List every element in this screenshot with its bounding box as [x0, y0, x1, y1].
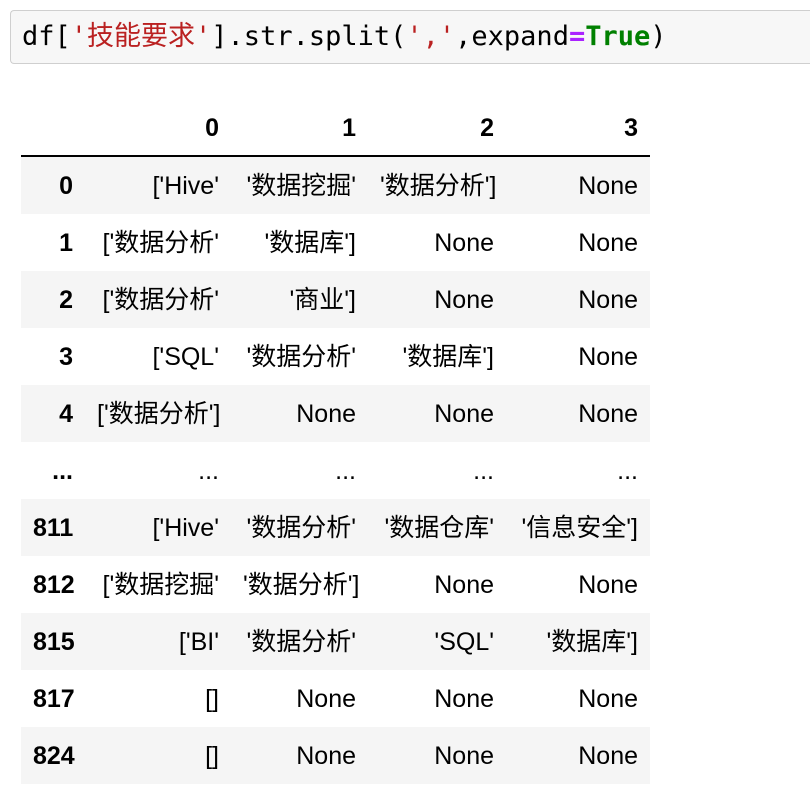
- table-cell: '数据分析']: [380, 172, 497, 200]
- row-index: 812: [33, 571, 75, 599]
- index-corner-header: [21, 100, 85, 157]
- row-index: 4: [59, 400, 73, 428]
- table-row: 824 [] None None None: [21, 727, 650, 784]
- table-row: 3 ['SQL' '数据分析' '数据库'] None: [21, 328, 650, 385]
- table-cell: None: [578, 400, 638, 428]
- table-cell: ['数据挖掘': [102, 571, 220, 599]
- table-cell: None: [578, 343, 638, 371]
- code-token-operator: =: [568, 21, 586, 52]
- table-cell: '数据挖掘': [246, 172, 356, 200]
- row-index: 2: [59, 286, 73, 314]
- code-token-plain: ): [650, 21, 667, 52]
- row-index: 3: [59, 343, 73, 371]
- table-row: 0 ['Hive' '数据挖掘' '数据分析'] None: [21, 156, 650, 214]
- table-cell: '信息安全']: [521, 514, 639, 542]
- table-cell: 'SQL': [434, 628, 494, 656]
- table-cell: ...: [198, 457, 219, 485]
- code-token-plain: ,expand: [455, 21, 569, 52]
- table-cell: None: [578, 286, 638, 314]
- table-cell: '数据仓库': [384, 514, 494, 542]
- table-cell: '数据分析': [246, 628, 356, 656]
- table-row: 817 [] None None None: [21, 670, 650, 727]
- table-cell: None: [296, 742, 356, 770]
- table-cell: None: [578, 172, 638, 200]
- table-cell: None: [296, 400, 356, 428]
- table-row: ...............: [21, 442, 650, 499]
- code-input-cell[interactable]: df['技能要求'].str.split(',',expand=True): [10, 10, 810, 64]
- table-cell: '数据库']: [264, 229, 357, 257]
- table-cell: '数据分析']: [243, 571, 360, 599]
- table-cell: None: [578, 571, 638, 599]
- table-cell: None: [434, 742, 494, 770]
- column-header: 3: [506, 100, 650, 157]
- table-row: 812 ['数据挖掘' '数据分析'] None None: [21, 556, 650, 613]
- table-cell: None: [434, 286, 494, 314]
- row-index: 811: [33, 514, 74, 542]
- table-cell: ['数据分析']: [97, 400, 221, 428]
- code-token-string: '技能要求': [70, 21, 212, 52]
- table-cell: ['SQL': [152, 343, 219, 371]
- table-cell: ...: [617, 457, 638, 485]
- row-index: 0: [59, 172, 73, 200]
- table-cell: ['数据分析': [102, 229, 220, 257]
- table-row: 2 ['数据分析' '商业'] None None: [21, 271, 650, 328]
- row-index: 817: [33, 685, 75, 713]
- table-cell: '数据分析': [246, 343, 356, 371]
- table-cell: ['Hive': [152, 172, 219, 200]
- table-cell: '数据库']: [402, 343, 495, 371]
- table-cell: ...: [335, 457, 356, 485]
- table-cell: None: [578, 229, 638, 257]
- table-row: 811 ['Hive' '数据分析' '数据仓库' '信息安全']: [21, 499, 650, 556]
- table-cell: []: [205, 685, 219, 713]
- table-cell: ...: [473, 457, 494, 485]
- table-cell: '数据分析': [246, 514, 356, 542]
- row-index: 1: [59, 229, 73, 257]
- table-cell: None: [434, 571, 494, 599]
- row-index: 815: [33, 628, 75, 656]
- table-cell: None: [578, 685, 638, 713]
- table-cell: None: [296, 685, 356, 713]
- code-token-plain: df[: [22, 21, 71, 52]
- table-cell: None: [434, 400, 494, 428]
- table-row: 815 ['BI' '数据分析' 'SQL' '数据库']: [21, 613, 650, 670]
- code-token-keyword: True: [585, 21, 651, 52]
- table-cell: None: [434, 229, 494, 257]
- table-cell: ['BI': [178, 628, 219, 656]
- table-row: 1 ['数据分析' '数据库'] None None: [21, 214, 650, 271]
- code-token-plain: ].str.split(: [211, 21, 407, 52]
- column-header: 0: [85, 100, 231, 157]
- table-cell: ['数据分析': [102, 286, 220, 314]
- table-cell: None: [578, 742, 638, 770]
- table-cell: []: [205, 742, 219, 770]
- row-index: ...: [52, 457, 73, 485]
- table-cell: ['Hive': [152, 514, 219, 542]
- column-header: 1: [231, 100, 368, 157]
- table-row: 4 ['数据分析'] None None None: [21, 385, 650, 442]
- table-cell: '商业']: [289, 286, 357, 314]
- row-index: 824: [33, 742, 75, 770]
- table-cell: None: [434, 685, 494, 713]
- table-cell: '数据库']: [546, 628, 639, 656]
- code-token-string: ',': [406, 21, 456, 52]
- code-line: df['技能要求'].str.split(',',expand=True): [22, 20, 806, 54]
- column-header: 2: [368, 100, 506, 157]
